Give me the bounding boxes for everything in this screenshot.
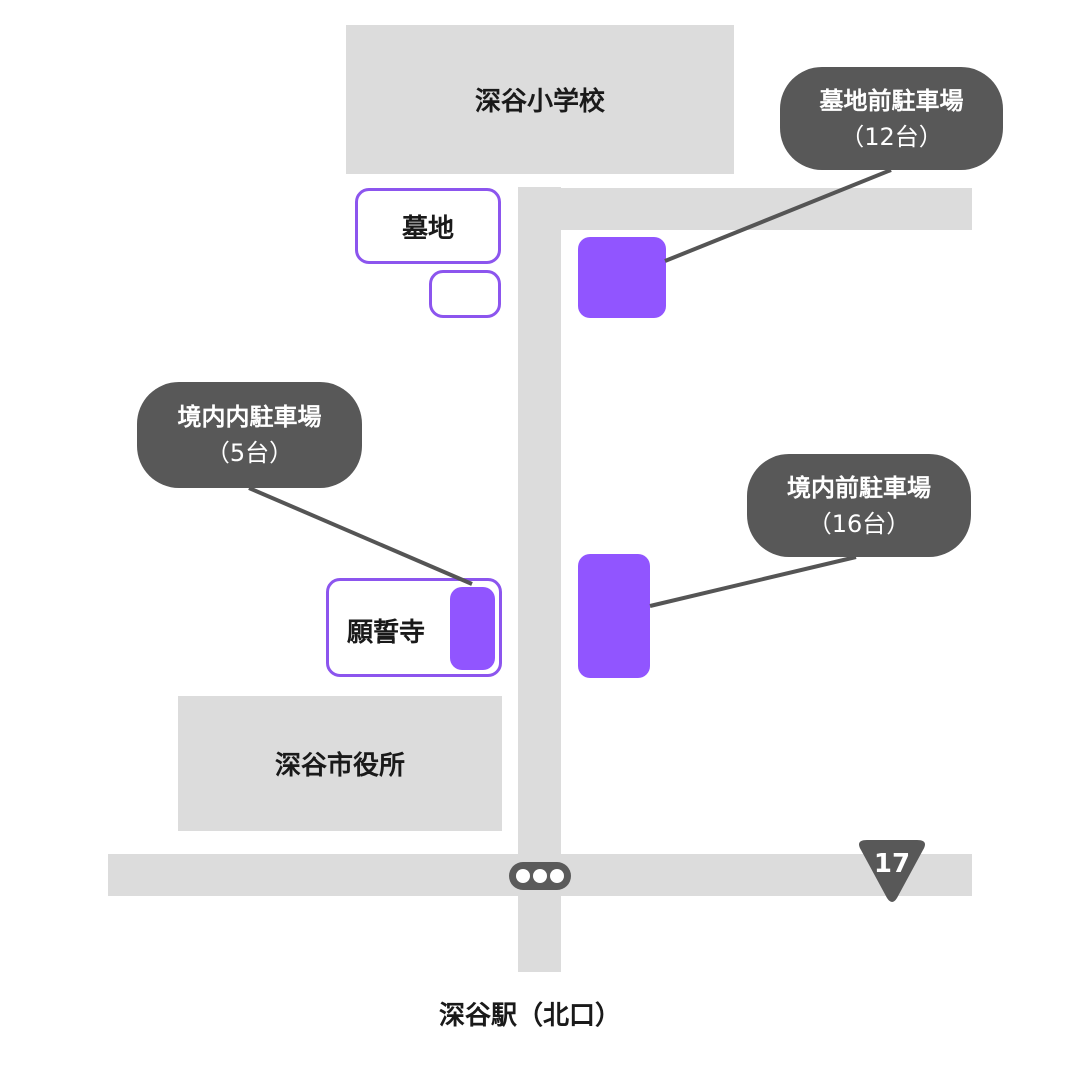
city-hall-building: 深谷市役所 <box>178 696 502 831</box>
callout-precinct-front: 境内前駐車場 （16台） <box>747 454 971 557</box>
parking-lot-precinct-inner <box>450 587 495 670</box>
signal-lamp-left <box>516 869 530 883</box>
parking-lot-precinct-front <box>578 554 650 678</box>
callout-precinct-inner-name: 境内内駐車場 <box>177 403 322 431</box>
route-shield-icon: 17 <box>855 838 929 904</box>
cemetery-annex-area <box>429 270 501 318</box>
station-label: 深谷駅（北口） <box>438 1001 621 1031</box>
cemetery-label: 墓地 <box>401 213 454 244</box>
callout-cemetery-front: 墓地前駐車場 （12台） <box>780 67 1003 170</box>
cemetery-area: 墓地 <box>355 188 501 264</box>
traffic-signal-icon <box>509 862 571 890</box>
callout-cemetery-front-name: 墓地前駐車場 <box>819 86 964 115</box>
school-label: 深谷小学校 <box>474 87 605 117</box>
road-main-vertical <box>518 187 561 972</box>
callout-line-precinct-inner <box>248 486 473 586</box>
callout-line-precinct-front <box>649 555 857 608</box>
route-number: 17 <box>873 849 911 879</box>
callout-precinct-front-count: （16台） <box>807 509 911 538</box>
temple-label: 願誓寺 <box>347 618 426 648</box>
callout-precinct-front-name: 境内前駐車場 <box>787 473 931 502</box>
callout-precinct-inner: 境内内駐車場 （5台） <box>137 382 362 488</box>
parking-lot-cemetery-front <box>578 237 666 318</box>
callout-line-cemetery-front <box>664 168 892 263</box>
road-upper-horizontal <box>561 188 972 230</box>
city-hall-label: 深谷市役所 <box>274 751 405 781</box>
signal-lamp-center <box>533 869 547 883</box>
route-shield-shape <box>859 840 925 902</box>
callout-precinct-inner-count: （5台） <box>205 439 294 467</box>
signal-lamp-right <box>550 869 564 883</box>
school-building: 深谷小学校 <box>346 25 734 174</box>
callout-cemetery-front-count: （12台） <box>840 122 943 151</box>
